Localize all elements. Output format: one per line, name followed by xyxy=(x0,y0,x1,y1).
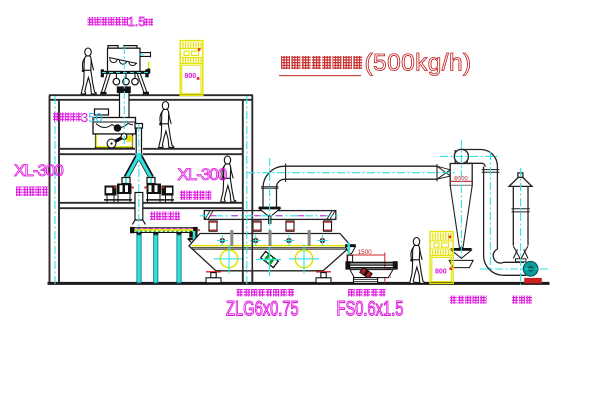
svg-text:XL-300: XL-300 xyxy=(14,161,63,180)
svg-text:800: 800 xyxy=(435,268,447,275)
svg-text:50: 50 xyxy=(88,110,102,125)
svg-text:XL-300: XL-300 xyxy=(178,165,227,184)
svg-text:1.5: 1.5 xyxy=(128,15,145,29)
svg-text:ZLG6x0.75: ZLG6x0.75 xyxy=(226,297,299,320)
svg-text:(500kg/h): (500kg/h) xyxy=(365,50,472,77)
svg-text:800: 800 xyxy=(185,73,197,80)
svg-text:3: 3 xyxy=(81,110,88,125)
svg-text:1500: 1500 xyxy=(358,249,373,256)
svg-text:Φ500: Φ500 xyxy=(454,176,468,182)
svg-text:FS0.6x1.5: FS0.6x1.5 xyxy=(337,297,404,320)
